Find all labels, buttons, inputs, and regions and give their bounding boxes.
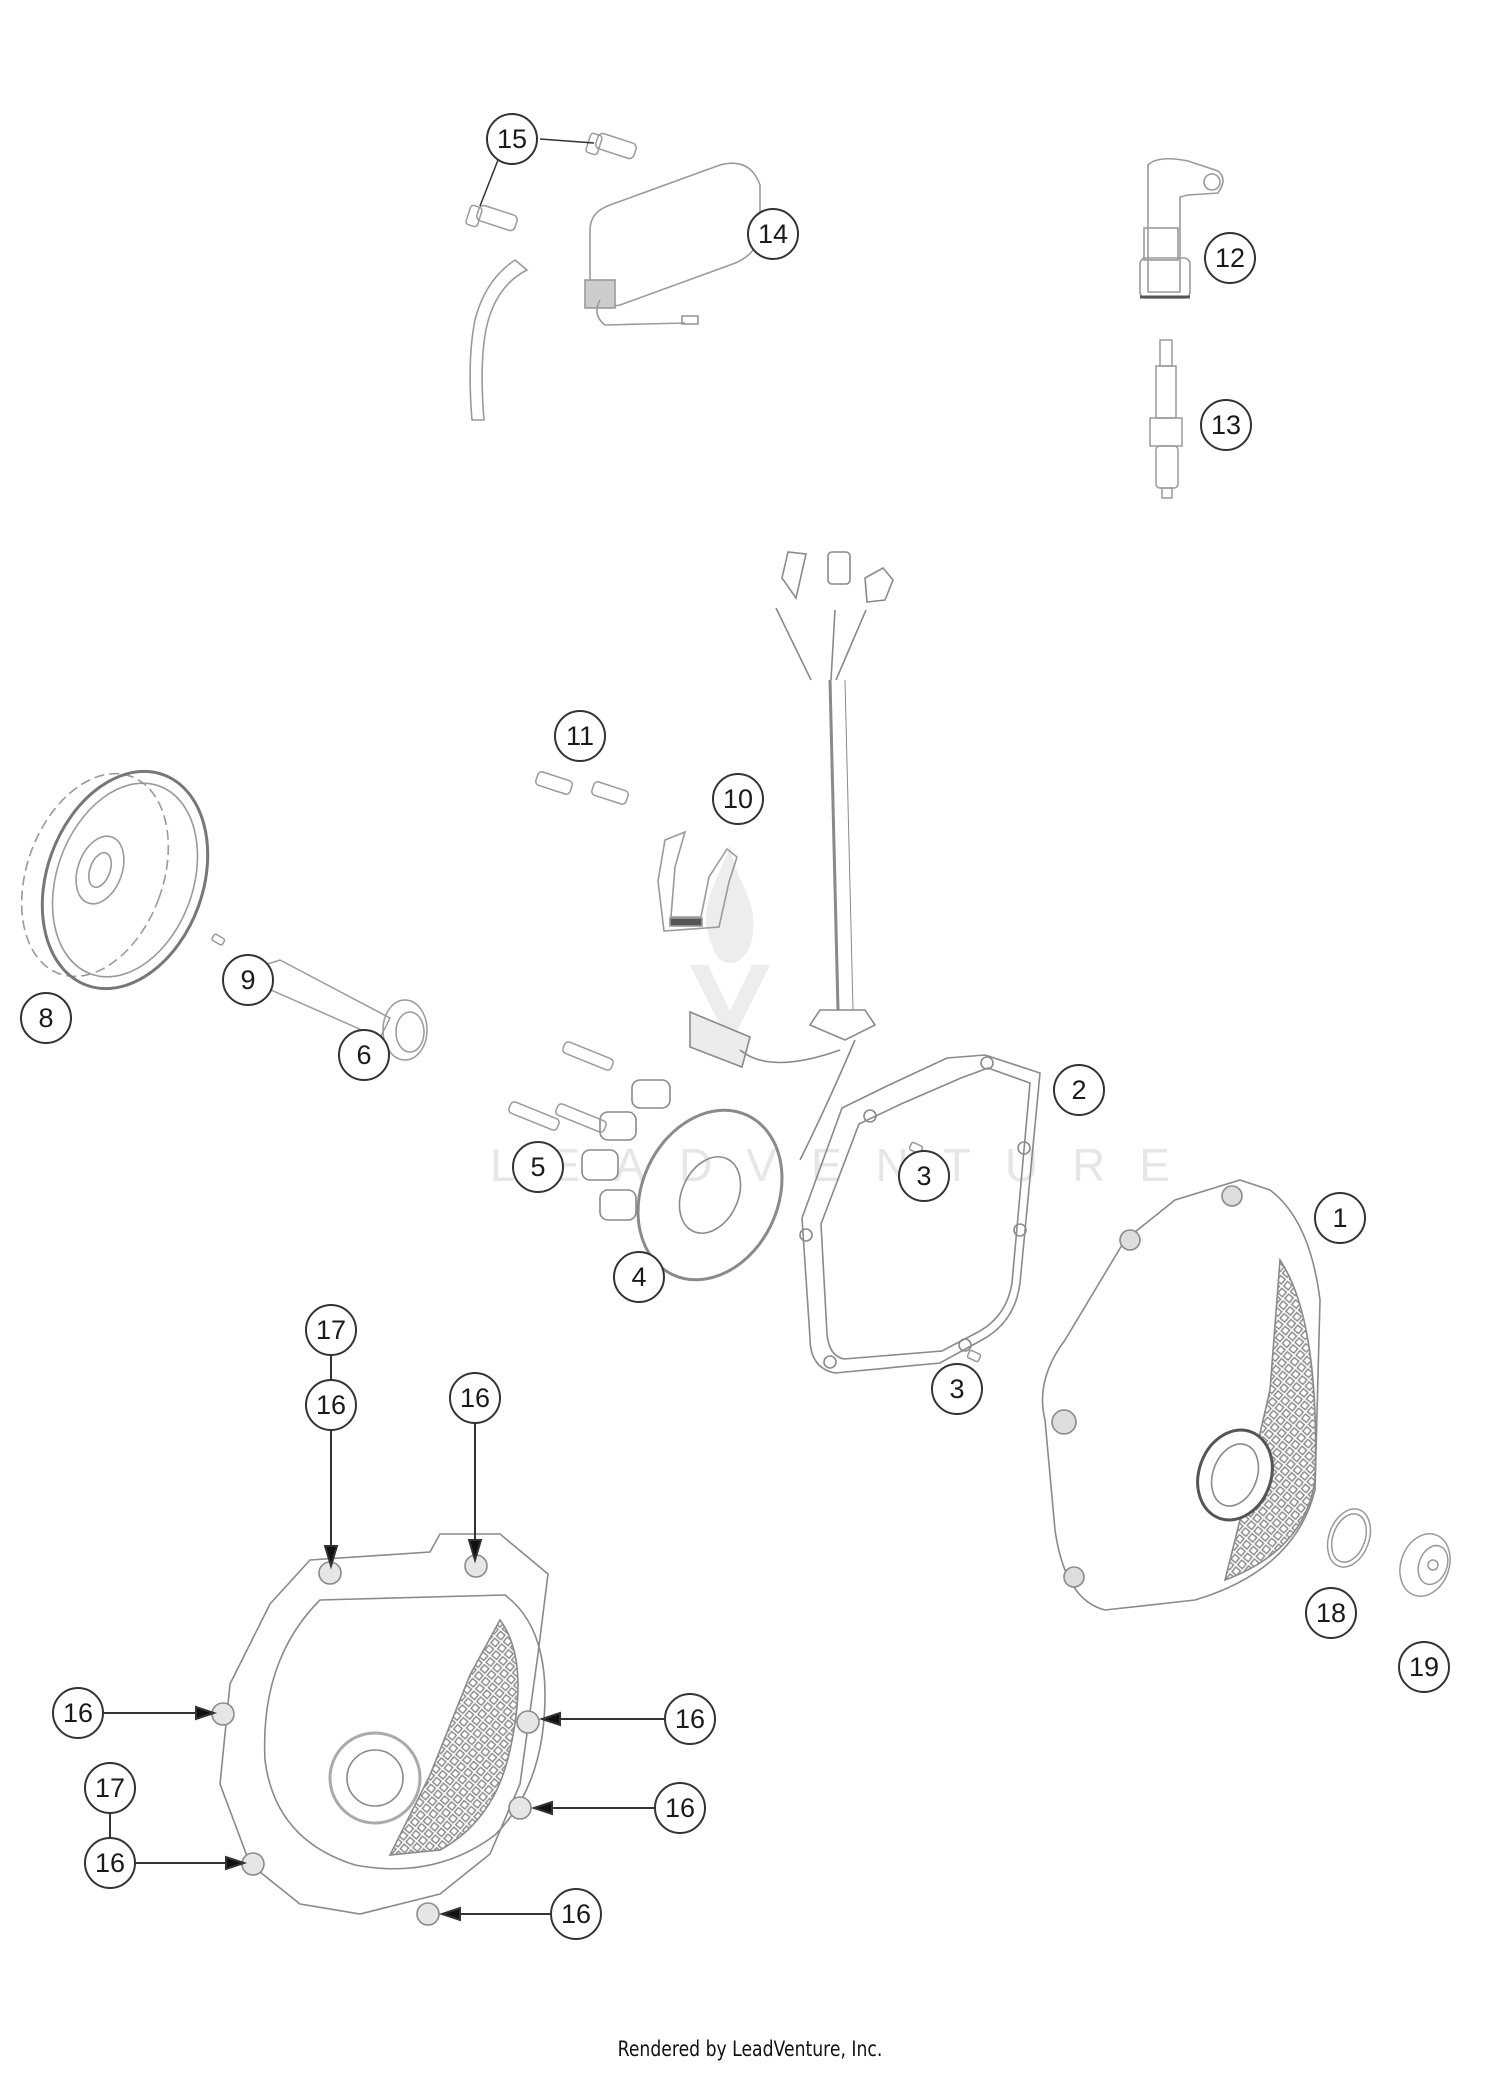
callout-2[interactable]: 2 [1053,1064,1105,1116]
svg-text:12: 12 [1215,243,1245,273]
svg-text:5: 5 [530,1152,545,1182]
watermark-text: LEADVENTURE [490,1139,1204,1191]
callout-16[interactable]: 16 [550,1888,602,1940]
part-19-screw-plug [1399,1533,1451,1597]
svg-text:17: 17 [95,1773,125,1803]
svg-text:16: 16 [95,1848,125,1878]
svg-text:15: 15 [497,124,527,154]
svg-text:16: 16 [561,1899,591,1929]
callout-16[interactable]: 16 [52,1687,104,1739]
svg-text:19: 19 [1409,1652,1439,1682]
callout-17[interactable]: 17 [84,1762,136,1814]
part-11-clamp-screws [535,771,629,805]
part-10-cable-clamp [657,830,738,932]
part-18-o-ring [1326,1508,1372,1568]
svg-text:9: 9 [240,965,255,995]
part-2-cover-gasket [799,1054,1041,1374]
callout-16[interactable]: 16 [449,1372,501,1424]
callouts: 1 2 3 3 4 5 6 8 9 10 11 12 13 14 15 16 1… [20,113,1450,1940]
leader-lines [103,1355,665,1922]
part-5-stator-screws [508,1041,614,1133]
callout-15[interactable]: 15 [486,113,538,165]
callout-19[interactable]: 19 [1398,1641,1450,1693]
callout-6[interactable]: 6 [338,1029,390,1081]
part-15-coil-screws [465,132,637,232]
part-12-spark-plug-connector [1139,157,1224,299]
part-4-stator [581,551,894,1282]
svg-text:3: 3 [916,1161,931,1191]
svg-text:18: 18 [1316,1598,1346,1628]
callout-14[interactable]: 14 [747,208,799,260]
callout-10[interactable]: 10 [712,773,764,825]
svg-text:16: 16 [675,1704,705,1734]
svg-text:17: 17 [316,1315,346,1345]
callout-3[interactable]: 3 [898,1150,950,1202]
outer-cover-assembly [211,1533,549,1926]
svg-text:4: 4 [631,1262,646,1292]
svg-text:16: 16 [665,1793,695,1823]
svg-text:8: 8 [38,1003,53,1033]
callout-3[interactable]: 3 [931,1363,983,1415]
rendered-by-footer: Rendered by LeadVenture, Inc. [617,2037,883,2061]
callout-16[interactable]: 16 [664,1693,716,1745]
callout-16[interactable]: 16 [654,1782,706,1834]
part-8-flywheel-rotor [20,769,210,991]
part-1-ignition-cover [1041,1179,1321,1611]
callout-1[interactable]: 1 [1314,1192,1366,1244]
svg-text:14: 14 [758,219,788,249]
svg-text:2: 2 [1071,1075,1086,1105]
callout-16[interactable]: 16 [84,1837,136,1889]
callout-11[interactable]: 11 [554,710,606,762]
callout-18[interactable]: 18 [1305,1587,1357,1639]
callout-17[interactable]: 17 [305,1304,357,1356]
leadventure-watermark: LEADVENTURE [490,845,1204,1191]
svg-text:6: 6 [356,1040,371,1070]
svg-text:16: 16 [63,1698,93,1728]
callout-8[interactable]: 8 [20,992,72,1044]
callout-9[interactable]: 9 [222,954,274,1006]
svg-text:16: 16 [316,1390,346,1420]
callout-12[interactable]: 12 [1204,232,1256,284]
part-14-ignition-coil [469,162,761,421]
callout-16[interactable]: 16 [305,1379,357,1431]
part-9-woodruff-key [211,933,226,946]
svg-text:1: 1 [1332,1203,1347,1233]
svg-text:3: 3 [949,1374,964,1404]
part-13-spark-plug [1149,339,1183,499]
callout-5[interactable]: 5 [512,1141,564,1193]
svg-text:13: 13 [1211,410,1241,440]
callout-13[interactable]: 13 [1200,399,1252,451]
svg-text:16: 16 [460,1383,490,1413]
callout-4[interactable]: 4 [613,1251,665,1303]
svg-text:11: 11 [566,721,594,751]
svg-text:10: 10 [723,784,753,814]
